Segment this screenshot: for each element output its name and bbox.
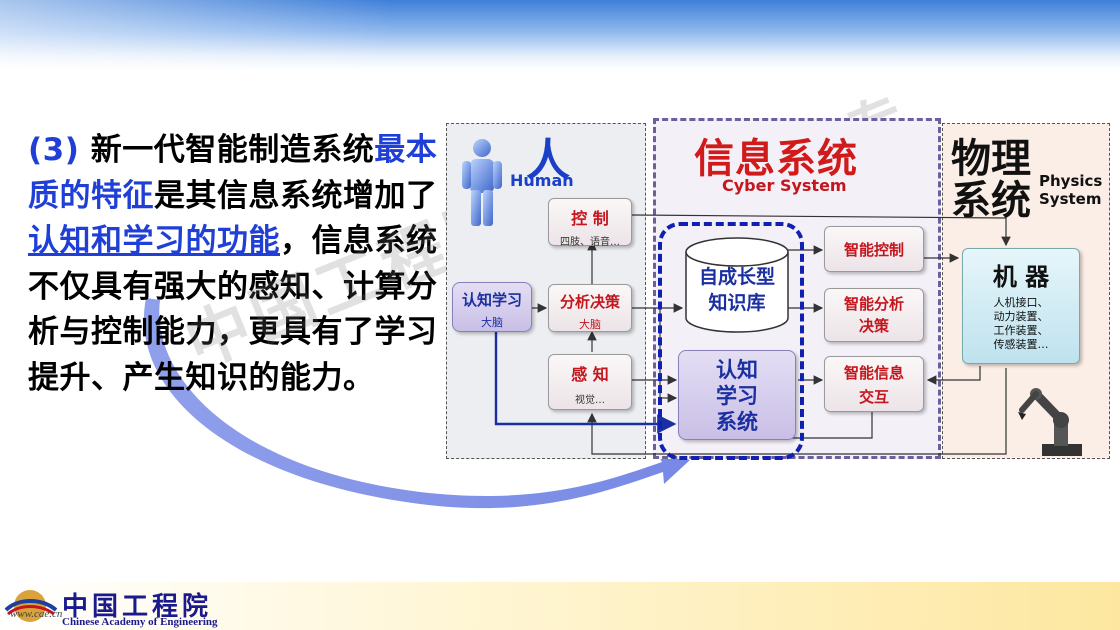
robot-arm-icon bbox=[1018, 388, 1082, 456]
control-label: 控 制 bbox=[571, 209, 609, 228]
smart-control-label: 智能控制 bbox=[843, 241, 904, 259]
machine-item: 人机接口、 bbox=[993, 296, 1049, 309]
cyber-title: 信息系统 bbox=[694, 136, 858, 182]
cognition-sub: 大脑 bbox=[481, 316, 503, 329]
physics-title-line1: 物理 bbox=[951, 136, 1031, 182]
smart-info-line1: 智能信息 bbox=[843, 364, 904, 382]
smart-analysis-line1: 智能分析 bbox=[843, 295, 904, 313]
database-icon bbox=[685, 237, 789, 333]
header-gradient-band bbox=[0, 0, 1120, 70]
learning-highlight-frame bbox=[658, 222, 804, 460]
perception-box: 感 知 视觉… bbox=[548, 354, 632, 410]
main-paragraph: (3) 新一代智能制造系统最本质的特征是其信息系统增加了认知和学习的功能，信息系… bbox=[28, 128, 448, 401]
cyber-subtitle: Cyber System bbox=[722, 176, 847, 195]
learning-line2: 学习 bbox=[716, 384, 758, 408]
logo-chinese-name: 中国工程院 bbox=[62, 592, 213, 622]
analysis-sub: 大脑 bbox=[579, 318, 601, 331]
knowledge-line2: 知识库 bbox=[708, 292, 766, 314]
text-segment-5: ，信息系统不仅具有强大的感知、计算分析与控制能力，更具有了学习提升、产生知识的能… bbox=[28, 223, 438, 396]
learning-system-box: 认知 学习 系统 bbox=[678, 350, 796, 440]
hcps-diagram: 人 Human 信息系统 Cyber System 物理 系统 Physics … bbox=[446, 118, 1110, 460]
analysis-box: 分析决策 大脑 bbox=[548, 284, 632, 332]
smart-info-line2: 交互 bbox=[858, 388, 889, 406]
smart-control-box: 智能控制 bbox=[824, 226, 924, 272]
perception-sub: 视觉… bbox=[575, 395, 605, 406]
human-subtitle: Human bbox=[510, 171, 574, 190]
machine-box: 机 器 人机接口、 动力装置、 工作装置、 传感装置… bbox=[962, 248, 1080, 364]
text-segment-1: 新一代智能制造系统 bbox=[90, 132, 375, 168]
smart-analysis-box: 智能分析 决策 bbox=[824, 288, 924, 342]
logo-area: 中国工程院 www.cae.cn Chinese Academy of Engi… bbox=[0, 582, 300, 630]
machine-items: 人机接口、 动力装置、 工作装置、 传感装置… bbox=[963, 296, 1079, 352]
physics-title-line2: 系统 bbox=[951, 178, 1031, 224]
learning-line1: 认知 bbox=[716, 358, 758, 382]
logo-english-name: Chinese Academy of Engineering bbox=[62, 616, 218, 628]
item-number: (3) bbox=[28, 132, 80, 168]
perception-label: 感 知 bbox=[571, 365, 609, 384]
machine-item: 动力装置、 bbox=[993, 310, 1049, 323]
control-box: 控 制 四肢、语音… bbox=[548, 198, 632, 248]
text-underlined-cognition: 认知和学习的功能 bbox=[28, 223, 280, 259]
cognition-label: 认知学习 bbox=[461, 291, 522, 309]
smart-analysis-line2: 决策 bbox=[858, 317, 889, 335]
logo-url: www.cae.cn bbox=[10, 608, 63, 620]
human-title: 人 bbox=[526, 135, 570, 186]
smart-info-box: 智能信息 交互 bbox=[824, 356, 924, 412]
physics-subtitle: Physics System bbox=[1039, 172, 1103, 208]
footer-gradient-band bbox=[0, 582, 1120, 630]
control-sub: 四肢、语音… bbox=[560, 237, 620, 248]
machine-item: 传感装置… bbox=[993, 338, 1049, 351]
text-segment-3: 是其信息系统增加了 bbox=[154, 177, 438, 214]
person-icon bbox=[462, 139, 502, 226]
text-highlight-essence: 最本质的特征 bbox=[28, 132, 438, 214]
cae-logo-icon bbox=[4, 590, 58, 622]
cognition-box: 认知学习 大脑 bbox=[452, 282, 532, 332]
knowledge-line1: 自成长型 bbox=[698, 266, 775, 288]
learning-line3: 系统 bbox=[716, 410, 758, 434]
analysis-label: 分析决策 bbox=[559, 293, 620, 311]
machine-title: 机 器 bbox=[992, 263, 1050, 291]
machine-item: 工作装置、 bbox=[993, 324, 1049, 337]
